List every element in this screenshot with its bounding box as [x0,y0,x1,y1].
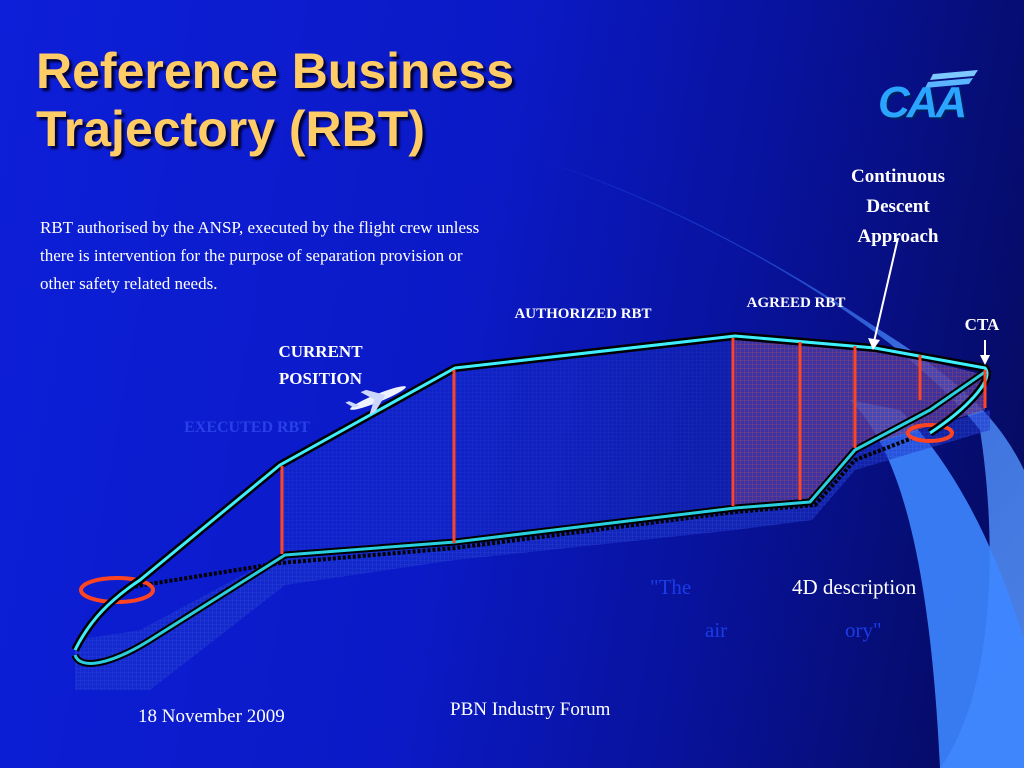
label-cda: Continuous Descent Approach [851,166,945,247]
faded-quote-3: ory" [845,618,882,642]
arrival-ring-icon [906,423,954,443]
faded-quote-1: "The [650,575,692,599]
cda-arrow-icon [872,237,899,347]
rbt-description: RBT authorised by the ANSP, executed by … [40,218,480,293]
waypoint-markers [280,338,987,554]
agreed-rbt-grid [735,340,985,505]
label-agreed-rbt: AGREED RBT [746,295,846,311]
ground-track-line [124,435,916,590]
footer-date: 18 November 2009 [138,706,285,727]
title-line-2: Trajectory (RBT) [36,101,425,157]
label-4d-description: 4D description [792,575,917,599]
label-executed-rbt: EXECUTED RBT [184,419,310,436]
trajectory-grid-wall [280,340,735,555]
page-title: Reference Business Trajectory (RBT) [36,42,676,158]
trajectory-curtain [75,410,990,690]
logo-wings-icon [925,70,978,88]
beam-core [850,400,1024,768]
label-cta: CTA [964,315,1000,334]
caa-logo: CAA [878,68,980,130]
faded-quote-2: air [705,618,728,642]
footer-forum: PBN Industry Forum [450,699,611,720]
label-authorized-rbt: AUTHORIZED RBT [514,306,652,322]
title-line-1: Reference Business [36,43,515,99]
label-current-position: CURRENT POSITION [278,342,363,388]
logo-text: CAA [878,78,967,127]
aircraft-icon [345,386,406,415]
